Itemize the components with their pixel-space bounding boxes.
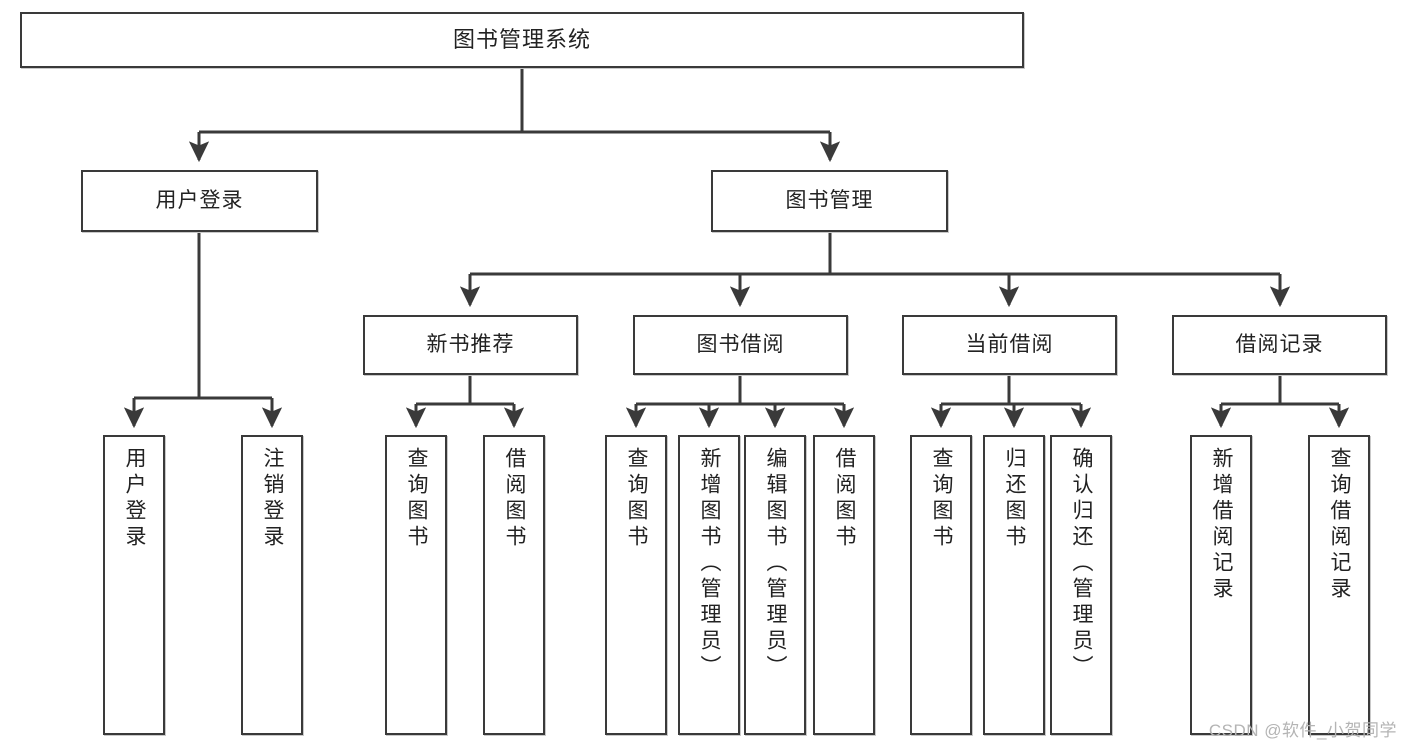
leaf-borrow-add-book-label: 新增图书（管理员） (698, 447, 722, 681)
leaf-user-logout[interactable]: 注销登录 (241, 435, 303, 735)
node-root-label: 图书管理系统 (452, 26, 591, 52)
leaf-current-return-book[interactable]: 归还图书 (983, 435, 1045, 735)
leaf-user-login-label: 用户登录 (123, 447, 147, 551)
node-current-borrow-label: 当前借阅 (965, 333, 1054, 357)
leaf-borrow-query-book[interactable]: 查询图书 (605, 435, 667, 735)
leaf-borrow-edit-book-label: 编辑图书（管理员） (764, 447, 788, 681)
leaf-records-add-label: 新增借阅记录 (1210, 447, 1234, 603)
csdn-watermark: CSDN @软件_小贺同学 (1208, 721, 1397, 740)
leaf-current-confirm-return[interactable]: 确认归还（管理员） (1050, 435, 1112, 735)
leaf-new-query-book[interactable]: 查询图书 (385, 435, 447, 735)
node-new-book-recommend-label: 新书推荐 (426, 333, 515, 357)
leaf-new-borrow-book[interactable]: 借阅图书 (483, 435, 545, 735)
leaf-current-query-book-label: 查询图书 (930, 447, 954, 551)
leaf-current-confirm-return-label: 确认归还（管理员） (1070, 447, 1094, 681)
node-book-management[interactable]: 图书管理 (711, 170, 948, 232)
node-current-borrow[interactable]: 当前借阅 (902, 315, 1117, 375)
leaf-records-query[interactable]: 查询借阅记录 (1308, 435, 1370, 735)
leaf-user-logout-label: 注销登录 (261, 447, 285, 551)
leaf-user-login[interactable]: 用户登录 (103, 435, 165, 735)
node-user-login[interactable]: 用户登录 (81, 170, 318, 232)
leaf-current-query-book[interactable]: 查询图书 (910, 435, 972, 735)
node-book-management-label: 图书管理 (785, 189, 874, 213)
leaf-borrow-add-book[interactable]: 新增图书（管理员） (678, 435, 740, 735)
leaf-current-return-book-label: 归还图书 (1003, 447, 1027, 551)
node-root[interactable]: 图书管理系统 (20, 12, 1024, 68)
node-book-borrow[interactable]: 图书借阅 (633, 315, 848, 375)
leaf-borrow-lend-book-label: 借阅图书 (833, 447, 857, 551)
node-book-borrow-label: 图书借阅 (696, 333, 785, 357)
leaf-borrow-edit-book[interactable]: 编辑图书（管理员） (744, 435, 806, 735)
leaf-new-borrow-book-label: 借阅图书 (503, 447, 527, 551)
node-borrow-records-label: 借阅记录 (1235, 333, 1324, 357)
node-user-login-label: 用户登录 (155, 189, 244, 213)
leaf-borrow-query-book-label: 查询图书 (625, 447, 649, 551)
leaf-records-add[interactable]: 新增借阅记录 (1190, 435, 1252, 735)
leaf-records-query-label: 查询借阅记录 (1328, 447, 1352, 603)
node-borrow-records[interactable]: 借阅记录 (1172, 315, 1387, 375)
leaf-new-query-book-label: 查询图书 (405, 447, 429, 551)
node-new-book-recommend[interactable]: 新书推荐 (363, 315, 578, 375)
leaf-borrow-lend-book[interactable]: 借阅图书 (813, 435, 875, 735)
